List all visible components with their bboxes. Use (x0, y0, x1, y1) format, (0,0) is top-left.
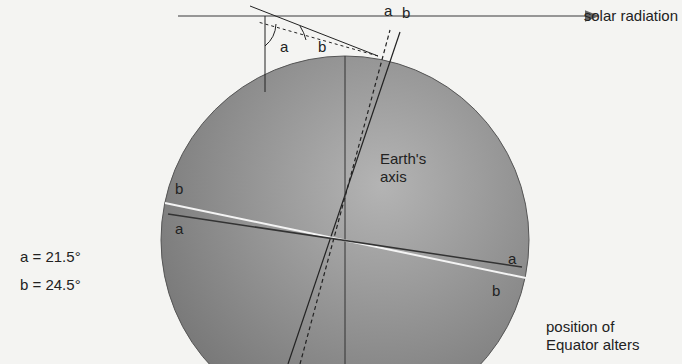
equator-dark (168, 214, 522, 267)
angle-letter: b (492, 282, 500, 300)
angle-letter: a (384, 2, 392, 20)
meridian-line (345, 56, 346, 364)
earth-axis (288, 32, 400, 364)
angle-arc (300, 26, 306, 40)
angle-letter: a (508, 250, 516, 268)
note-text: position of Equator alters (546, 318, 666, 354)
angle-arc (265, 24, 276, 46)
earth-globe (161, 56, 529, 364)
axis-caption: Earth's axis (380, 150, 440, 186)
equator-white (165, 203, 526, 278)
angle-letter: a (175, 220, 183, 238)
tangent-line (250, 6, 378, 56)
angle-letter: b (175, 180, 183, 198)
value-key: b = 24.5° (20, 276, 81, 294)
tangent-line-dotted (258, 22, 378, 56)
angle-letter: a (280, 38, 288, 56)
vertical-reference (265, 16, 266, 92)
angle-letter: b (402, 4, 410, 22)
earth-axis-dotted (300, 30, 390, 364)
angle-letter: b (318, 38, 326, 56)
value-key: a = 21.5° (20, 248, 81, 266)
axis-caption: solar radiation (584, 7, 678, 25)
